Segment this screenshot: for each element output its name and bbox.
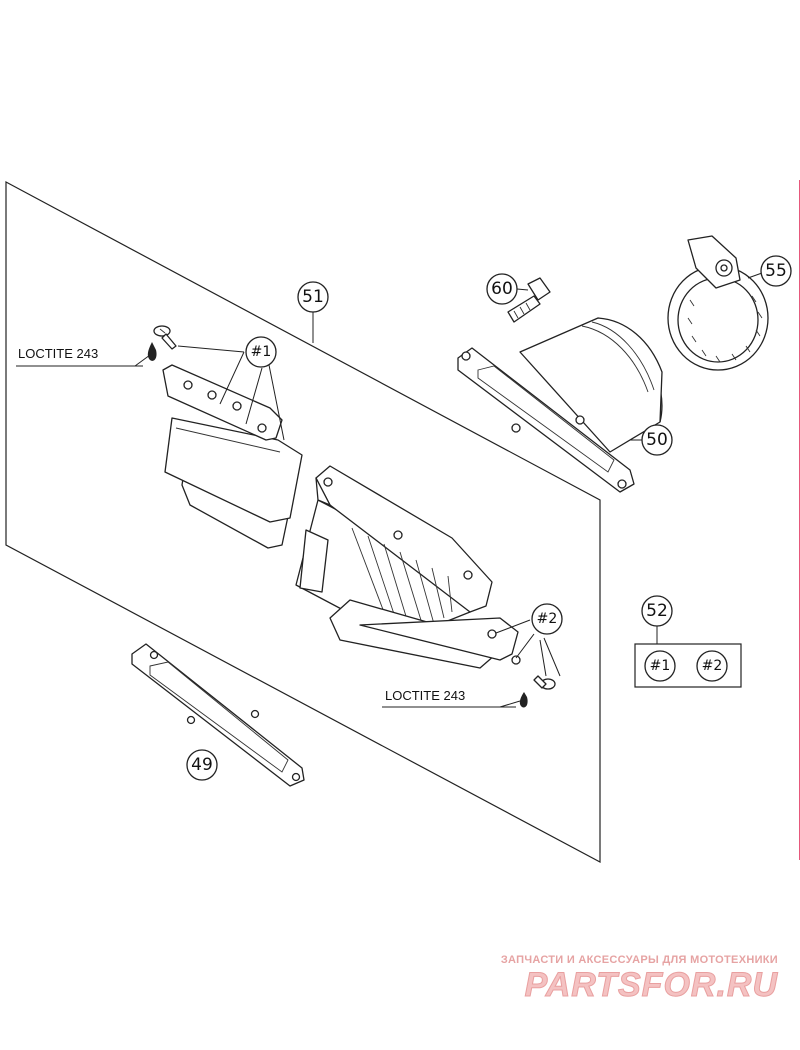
loctite-bottom-leader — [499, 700, 521, 708]
reed-petal-plate-1 — [162, 364, 303, 549]
loctite-drop-bottom-icon — [519, 692, 528, 708]
callout-52-label: 52 — [646, 601, 668, 621]
hose-clamp-55 — [667, 235, 769, 371]
leader-60 — [516, 288, 529, 291]
tag-1-top-label: #1 — [251, 344, 272, 360]
callout-52[interactable]: 52 — [641, 595, 673, 627]
bolt-60 — [507, 277, 551, 323]
leader-tag1 — [177, 345, 285, 441]
gasket-49 — [131, 643, 305, 787]
tag-2-mid-label: #2 — [537, 611, 558, 627]
loctite-top-leader — [134, 354, 151, 367]
tag-1-box[interactable]: #1 — [644, 650, 676, 682]
callout-50-label: 50 — [646, 430, 668, 450]
loctite-label-bottom: LOCTITE 243 — [385, 688, 465, 703]
reed-valve-block — [295, 465, 493, 641]
callout-55-label: 55 — [765, 261, 787, 281]
loctite-label-top: LOCTITE 243 — [18, 346, 98, 361]
callout-50[interactable]: 50 — [641, 424, 673, 456]
screw-bottom — [533, 675, 556, 690]
callout-49[interactable]: 49 — [186, 749, 218, 781]
callout-60-label: 60 — [491, 279, 513, 299]
tag-2-box-label: #2 — [702, 658, 723, 674]
callout-60[interactable]: 60 — [486, 273, 518, 305]
tag-2-box[interactable]: #2 — [696, 650, 728, 682]
loctite-drop-top-icon — [147, 342, 157, 361]
callout-55[interactable]: 55 — [760, 255, 792, 287]
leader-tag2 — [495, 619, 561, 677]
callout-51[interactable]: 51 — [297, 281, 329, 313]
leader-55 — [747, 272, 763, 279]
assembly-frame-51 — [5, 180, 601, 864]
intake-manifold-50 — [457, 317, 663, 493]
callout-49-label: 49 — [191, 755, 213, 775]
screw-top — [153, 325, 177, 350]
watermark-caption: ЗАПЧАСТИ И АКСЕССУАРЫ ДЛЯ МОТОТЕХНИКИ — [500, 954, 778, 966]
tag-1-box-label: #1 — [650, 658, 671, 674]
tag-1-top[interactable]: #1 — [245, 336, 277, 368]
reed-petal-plate-2 — [329, 599, 521, 669]
callout-51-label: 51 — [302, 287, 324, 307]
watermark-logo: PARTSFOR.RU — [524, 966, 778, 1005]
watermark: ЗАПЧАСТИ И АКСЕССУАРЫ ДЛЯ МОТОТЕХНИКИ PA… — [501, 954, 778, 1005]
tag-2-mid[interactable]: #2 — [531, 603, 563, 635]
